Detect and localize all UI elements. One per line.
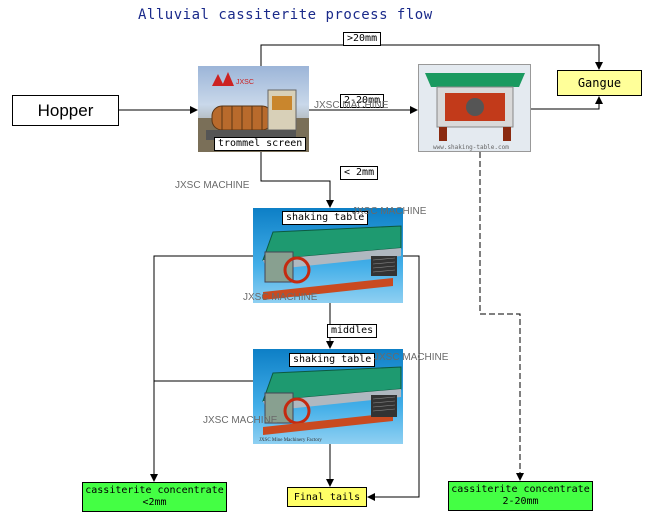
watermark: JXSC MACHINE [203, 415, 278, 426]
concentrate-lt-2mm-box: cassiterite concentrate <2mm [82, 482, 227, 512]
watermark: JXSC MACHINE [175, 180, 250, 191]
trommel-screen-label: trommel screen [214, 137, 307, 151]
edge-shaking-conc [479, 152, 524, 481]
edge-trommel-gangue [260, 44, 603, 70]
diagram-title: Alluvial cassiterite process flow [138, 7, 433, 23]
label-gt-20mm: >20mm [343, 32, 382, 46]
hopper-box: Hopper [12, 95, 119, 126]
concentrate-left-line2: <2mm [142, 497, 167, 508]
watermark: JXSC MACHINE [352, 206, 427, 217]
edge-shaking-gangue [531, 96, 603, 110]
shaking-table-1-label: shaking table [282, 211, 369, 225]
label-2-20mm: 2-20mm [340, 94, 385, 108]
factory-text: JXSC Mine Machinery Factory [259, 438, 322, 443]
trommel-brand: JXSC [236, 79, 254, 86]
shaking-table-2-label: shaking table [289, 353, 376, 367]
final-tails-box: Final tails [287, 487, 367, 507]
gangue-box: Gangue [557, 70, 642, 96]
edge-trommel-st1 [260, 152, 334, 208]
label-lt-2mm: < 2mm [340, 166, 379, 180]
edge-st1-conc [150, 255, 253, 482]
edge-st1-tails [367, 255, 420, 501]
concentrate-right-line2: 2-20mm [502, 496, 539, 507]
watermark: JXSC MACHINE [314, 100, 389, 111]
concentrate-right-line1: cassiterite concentrate [451, 484, 590, 495]
shaking-table-image-top: www.shaking-table.com [418, 64, 531, 152]
watermark: JXSC MACHINE [374, 352, 449, 363]
label-middles: middles [327, 324, 378, 338]
concentrate-2-20mm-box: cassiterite concentrate 2-20mm [448, 481, 593, 511]
concentrate-left-line1: cassiterite concentrate [85, 485, 224, 496]
site-text: www.shaking-table.com [433, 144, 509, 151]
watermark: JXSC MACHINE [243, 292, 318, 303]
